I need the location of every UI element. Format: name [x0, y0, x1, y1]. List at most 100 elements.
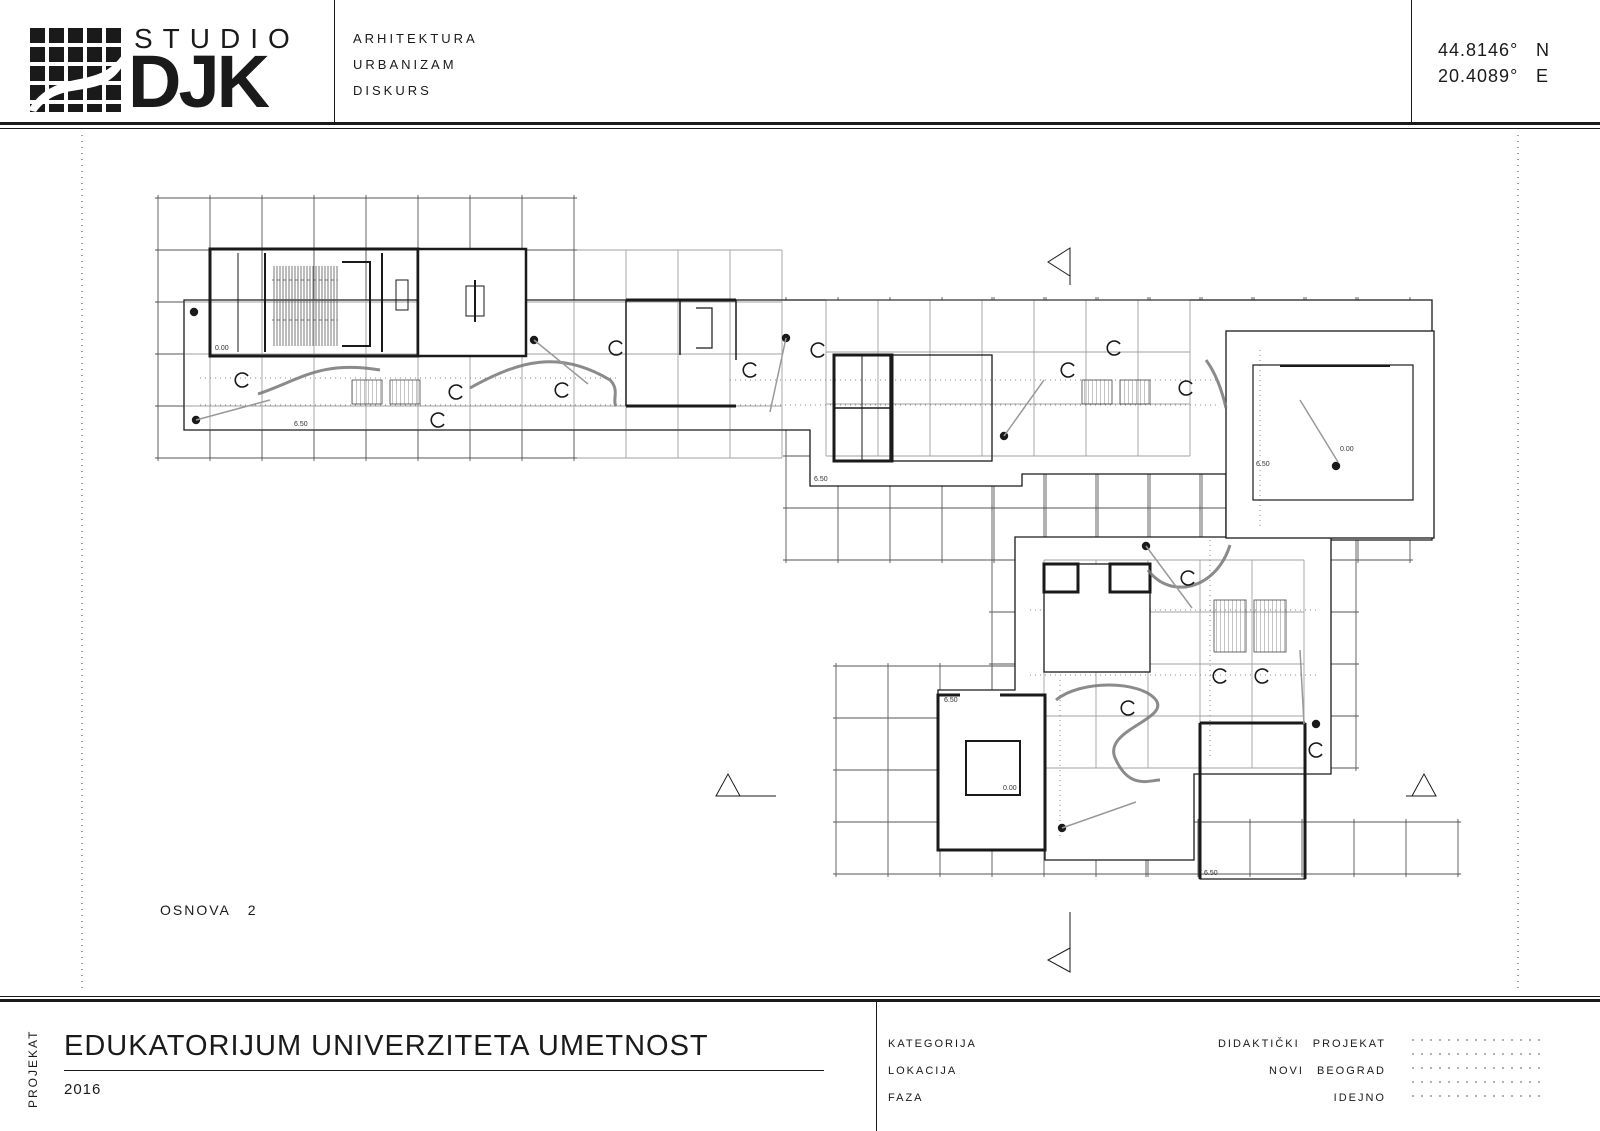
- dot: [1520, 1067, 1522, 1069]
- footer-rule-thin: [0, 996, 1600, 997]
- dot: [1439, 1067, 1441, 1069]
- dot: [1430, 1067, 1432, 1069]
- dimension-label-4: 6.50: [944, 697, 958, 704]
- header-rule-thick: [0, 122, 1600, 125]
- dot: [1421, 1053, 1423, 1055]
- dot: [1502, 1039, 1504, 1041]
- dot: [1484, 1039, 1486, 1041]
- dot: [1457, 1053, 1459, 1055]
- dot: [1439, 1095, 1441, 1097]
- dot: [1430, 1039, 1432, 1041]
- spiral-stair-symbol: [1212, 668, 1227, 684]
- meta-key-phase: FAZA: [888, 1092, 924, 1104]
- logo-djk-text: DJK: [128, 40, 270, 123]
- dot: [1466, 1081, 1468, 1083]
- header-divider-right: [1411, 0, 1412, 122]
- dot: [1484, 1053, 1486, 1055]
- dot: [1439, 1053, 1441, 1055]
- level-label-3: 0.00: [1003, 785, 1017, 792]
- dot: [1538, 1095, 1540, 1097]
- column-marker: [189, 307, 199, 317]
- dot: [1475, 1095, 1477, 1097]
- dot: [1511, 1067, 1513, 1069]
- logo-studio-text: STUDIO: [134, 23, 300, 54]
- circulation-dotted: [200, 350, 1320, 840]
- dot: [1520, 1053, 1522, 1055]
- dot: [1493, 1081, 1495, 1083]
- dot: [1412, 1081, 1414, 1083]
- tagline-2: URBANIZAM: [353, 57, 457, 72]
- spiral-stair-symbol: [448, 384, 463, 400]
- dot: [1439, 1081, 1441, 1083]
- room-south-left: [936, 693, 1047, 852]
- dot: [1421, 1081, 1423, 1083]
- dot-pattern-field: [1412, 1039, 1540, 1097]
- meta-key-location: LOKACIJA: [888, 1065, 958, 1077]
- dot: [1412, 1053, 1414, 1055]
- dot: [1511, 1039, 1513, 1041]
- dot: [1493, 1053, 1495, 1055]
- plan-title: OSNOVA 2: [160, 902, 258, 918]
- dot: [1484, 1095, 1486, 1097]
- dot: [1538, 1039, 1540, 1041]
- dimension-label-5: 6.50: [1204, 870, 1218, 877]
- dot: [1529, 1095, 1531, 1097]
- dot: [1475, 1039, 1477, 1041]
- dot: [1529, 1039, 1531, 1041]
- dot: [1448, 1067, 1450, 1069]
- dot: [1484, 1081, 1486, 1083]
- dot: [1466, 1095, 1468, 1097]
- dot: [1475, 1067, 1477, 1069]
- dot: [1457, 1067, 1459, 1069]
- dot: [1502, 1053, 1504, 1055]
- dot: [1502, 1067, 1504, 1069]
- dot: [1430, 1081, 1432, 1083]
- workshop-room-right: [1252, 364, 1414, 501]
- spiral-stair-symbol: [1308, 742, 1323, 758]
- floor-plan-drawing: 6.50 6.50 6.50 6.50 6.50 0.00 0.00 0.00: [81, 135, 1519, 990]
- spiral-stair-symbol: [742, 362, 757, 378]
- latitude-dir: N: [1536, 40, 1550, 60]
- tagline-3: DISKURS: [353, 83, 432, 98]
- dot: [1421, 1039, 1423, 1041]
- meta-value-category: DIDAKTIČKI PROJEKAT: [1217, 1038, 1386, 1050]
- longitude-dir: E: [1536, 66, 1550, 86]
- dot: [1430, 1053, 1432, 1055]
- dot: [1502, 1081, 1504, 1083]
- header-rule-thin: [0, 128, 1600, 129]
- dot: [1448, 1095, 1450, 1097]
- dot: [1430, 1095, 1432, 1097]
- studio-djk-logo: [28, 28, 124, 112]
- header-divider: [334, 0, 335, 122]
- meta-value-location: NOVI BEOGRAD: [1269, 1065, 1386, 1077]
- spiral-stair-symbol: [1254, 668, 1269, 684]
- dot: [1421, 1095, 1423, 1097]
- dot: [1511, 1095, 1513, 1097]
- dot: [1538, 1081, 1540, 1083]
- dot: [1466, 1053, 1468, 1055]
- spiral-stair-symbol: [1178, 380, 1193, 396]
- project-year: 2016: [64, 1081, 102, 1098]
- dot: [1493, 1067, 1495, 1069]
- latitude-value: 44.8146°: [1438, 40, 1519, 60]
- dimension-label-2: 6.50: [814, 476, 828, 483]
- level-label-1: 0.00: [215, 345, 229, 352]
- project-title: EDUKATORIJUM UNIVERZITETA UMETNOST: [64, 1030, 709, 1062]
- meta-value-phase: IDEJNO: [1333, 1092, 1386, 1104]
- spiral-stair-symbol: [608, 340, 623, 356]
- title-block-header: STUDIO DJK ARHITEKTURA URBANIZAM DISKURS…: [0, 0, 1600, 124]
- dot: [1475, 1081, 1477, 1083]
- pointer-lines: [195, 337, 1339, 829]
- ramp-curves: [257, 359, 1232, 784]
- dot: [1448, 1039, 1450, 1041]
- spiral-stair-symbol: [234, 372, 249, 388]
- dot: [1520, 1095, 1522, 1097]
- dot: [1484, 1067, 1486, 1069]
- dot: [1475, 1053, 1477, 1055]
- spiral-stair-symbol: [1060, 362, 1075, 378]
- dot: [1412, 1095, 1414, 1097]
- dimension-label-1: 6.50: [294, 421, 308, 428]
- dot: [1412, 1067, 1414, 1069]
- footer-rule-thick: [0, 999, 1600, 1002]
- wc-core-2: [1042, 562, 1152, 673]
